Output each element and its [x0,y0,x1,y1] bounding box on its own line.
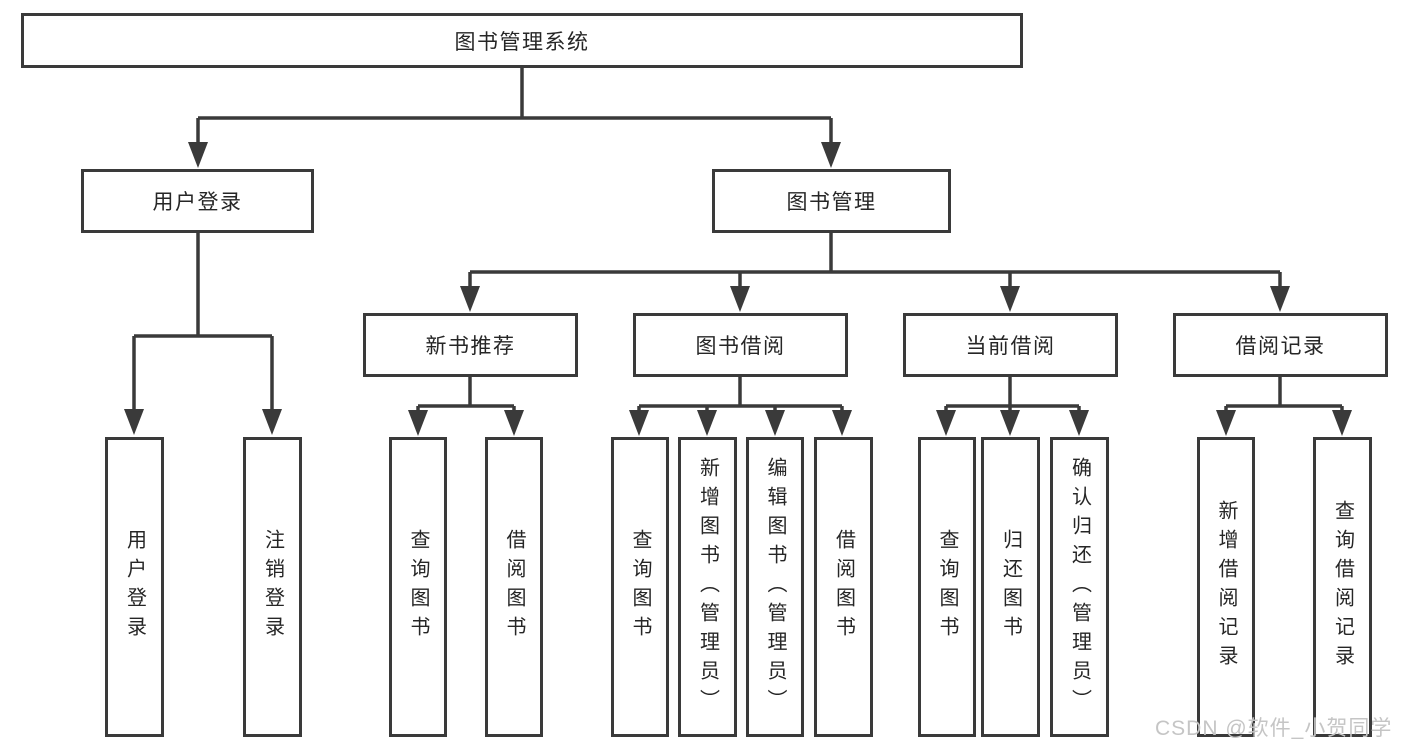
node-leaf-bb-add: 新增图书（管理员） [678,437,737,737]
node-label-leaf-user-login: 用户登录 [123,529,146,645]
node-leaf-user-login: 用户登录 [105,437,164,737]
node-label-leaf-logout: 注销登录 [261,529,284,645]
node-leaf-bb-edit: 编辑图书（管理员） [746,437,804,737]
node-leaf-nb-query: 查询图书 [389,437,447,737]
node-leaf-rec-add: 新增借阅记录 [1197,437,1255,737]
node-leaf-cb-confirm: 确认归还（管理员） [1050,437,1109,737]
connector-c-root [188,68,841,168]
node-leaf-bb-borrow: 借阅图书 [814,437,873,737]
node-leaf-nb-borrow: 借阅图书 [485,437,543,737]
node-label-leaf-bb-query: 查询图书 [629,529,651,645]
node-book-borrow: 图书借阅 [633,313,848,377]
node-label-book-manage: 图书管理 [786,191,877,214]
node-leaf-cb-query: 查询图书 [918,437,976,737]
node-label-leaf-bb-add: 新增图书（管理员） [696,456,719,718]
node-label-current-borrow: 当前借阅 [965,335,1056,358]
connector-c-book-borrow [629,377,852,436]
connector-c-borrow-records [1216,377,1352,436]
node-label-leaf-cb-return: 归还图书 [999,529,1022,645]
connector-c-user-login [124,233,282,435]
node-label-leaf-nb-borrow: 借阅图书 [503,529,525,645]
connector-c-book-manage [460,233,1290,312]
node-label-user-login: 用户登录 [152,191,243,214]
node-book-manage: 图书管理 [712,169,951,233]
node-label-new-book-rec: 新书推荐 [425,335,516,358]
node-new-book-rec: 新书推荐 [363,313,578,377]
node-current-borrow: 当前借阅 [903,313,1118,377]
node-label-leaf-rec-add: 新增借阅记录 [1215,500,1237,674]
node-label-leaf-cb-confirm: 确认归还（管理员） [1068,456,1091,718]
node-label-borrow-records: 借阅记录 [1235,335,1326,358]
node-label-leaf-nb-query: 查询图书 [407,529,429,645]
node-label-book-borrow: 图书借阅 [695,335,786,358]
node-label-leaf-bb-borrow: 借阅图书 [832,529,855,645]
node-label-leaf-rec-query: 查询借阅记录 [1331,500,1354,674]
node-label-leaf-cb-query: 查询图书 [936,529,958,645]
watermark-text: CSDN @软件_小贺同学 [1155,717,1393,740]
connector-c-current-borrow [936,377,1089,436]
node-root: 图书管理系统 [21,13,1023,68]
node-leaf-logout: 注销登录 [243,437,302,737]
node-leaf-rec-query: 查询借阅记录 [1313,437,1372,737]
node-label-root: 图书管理系统 [454,30,590,54]
node-leaf-cb-return: 归还图书 [981,437,1040,737]
node-borrow-records: 借阅记录 [1173,313,1388,377]
node-leaf-bb-query: 查询图书 [611,437,669,737]
connector-c-new-book-rec [408,377,524,436]
node-label-leaf-bb-edit: 编辑图书（管理员） [764,456,786,718]
node-user-login: 用户登录 [81,169,314,233]
